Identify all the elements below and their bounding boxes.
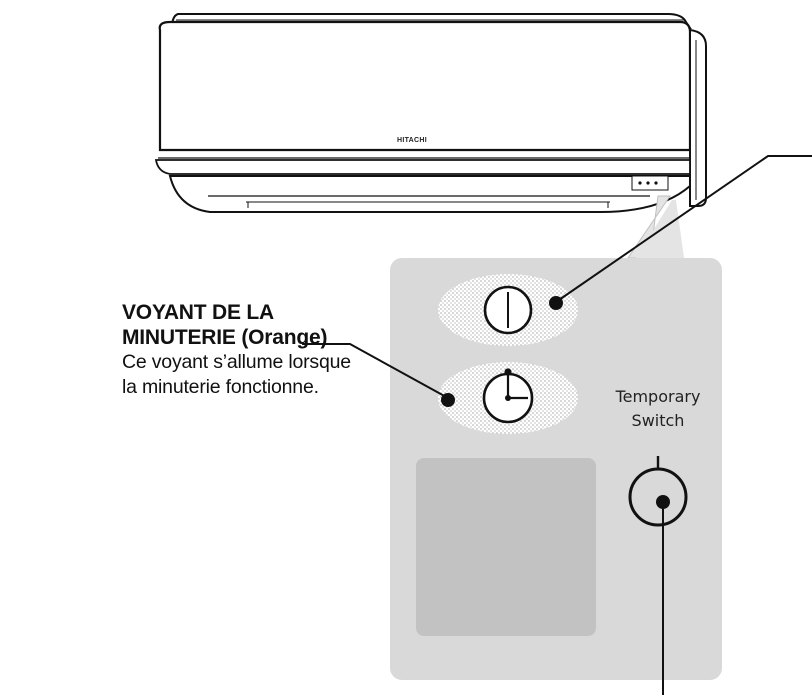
power-lamp [438,274,578,346]
temporary-switch-icon [628,467,688,527]
timer-clock-icon [482,368,534,424]
timer-lamp-title-line1: VOYANT DE LA [122,301,275,324]
receiver-window [416,458,596,636]
brand-logo: HITACHI [397,137,427,144]
temporary-switch: Temporary Switch [615,387,701,527]
timer-lamp-title-line2: MINUTERIE (Orange) [122,326,328,349]
power-lamp-icon [483,285,533,335]
temporary-switch-label-line1: Temporary [615,387,701,406]
timer-lamp-desc-line2: la minuterie fonctionne. [122,376,319,398]
leader-lines [302,155,812,695]
temporary-switch-label-line2: Switch [632,411,685,430]
timer-lamp [438,362,578,434]
timer-lamp-desc-line1: Ce voyant s’allume lorsque [122,351,351,373]
indoor-unit: HITACHI [154,13,707,213]
timer-lamp-caption: VOYANT DE LA MINUTERIE (Orange) Ce voyan… [122,300,362,400]
zoom-callout [390,195,722,680]
